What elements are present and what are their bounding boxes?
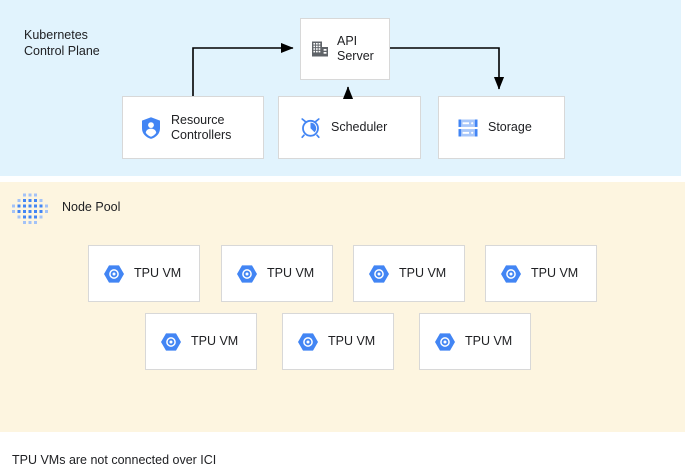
tpu-hexagon-icon [297,332,319,352]
control-plane-title: Kubernetes Control Plane [24,28,100,58]
tpu-vm-label: TPU VM [465,334,513,348]
alarm-clock-icon [299,116,322,139]
storage-card[interactable]: Storage [438,96,565,159]
tpu-hexagon-icon [434,332,456,352]
tpu-vm-label: TPU VM [134,266,182,280]
api-server-card[interactable]: API Server [300,18,390,80]
tpu-vm-label: TPU VM [328,334,376,348]
building-icon [310,39,330,59]
api-server-label: API Server [337,34,374,63]
resource-controllers-card[interactable]: Resource Controllers [122,96,264,159]
tpu-vm-card[interactable]: TPU VM [88,245,200,302]
server-storage-icon [457,117,479,139]
tpu-hexagon-icon [368,264,390,284]
scheduler-label: Scheduler [331,120,388,134]
tpu-vm-card[interactable]: TPU VM [145,313,257,370]
tpu-vm-label: TPU VM [191,334,239,348]
tpu-vm-card[interactable]: TPU VM [485,245,597,302]
tpu-hexagon-icon [103,264,125,284]
tpu-vm-card[interactable]: TPU VM [353,245,465,302]
tpu-vm-label: TPU VM [267,266,315,280]
tpu-vm-label: TPU VM [531,266,579,280]
tpu-hexagon-icon [236,264,258,284]
tpu-hexagon-icon [500,264,522,284]
footnote-text: TPU VMs are not connected over ICI [12,453,217,467]
node-pool-title: Node Pool [62,200,121,214]
tpu-vm-card[interactable]: TPU VM [419,313,531,370]
tpu-vm-label: TPU VM [399,266,447,280]
tpu-vm-card[interactable]: TPU VM [221,245,333,302]
resource-controllers-label: Resource Controllers [171,112,232,142]
shield-person-icon [140,116,162,140]
scheduler-card[interactable]: Scheduler [278,96,421,159]
dot-grid-icon [12,192,48,228]
storage-label: Storage [488,120,532,134]
node-pool-panel [0,182,685,432]
tpu-hexagon-icon [160,332,182,352]
tpu-vm-card[interactable]: TPU VM [282,313,394,370]
